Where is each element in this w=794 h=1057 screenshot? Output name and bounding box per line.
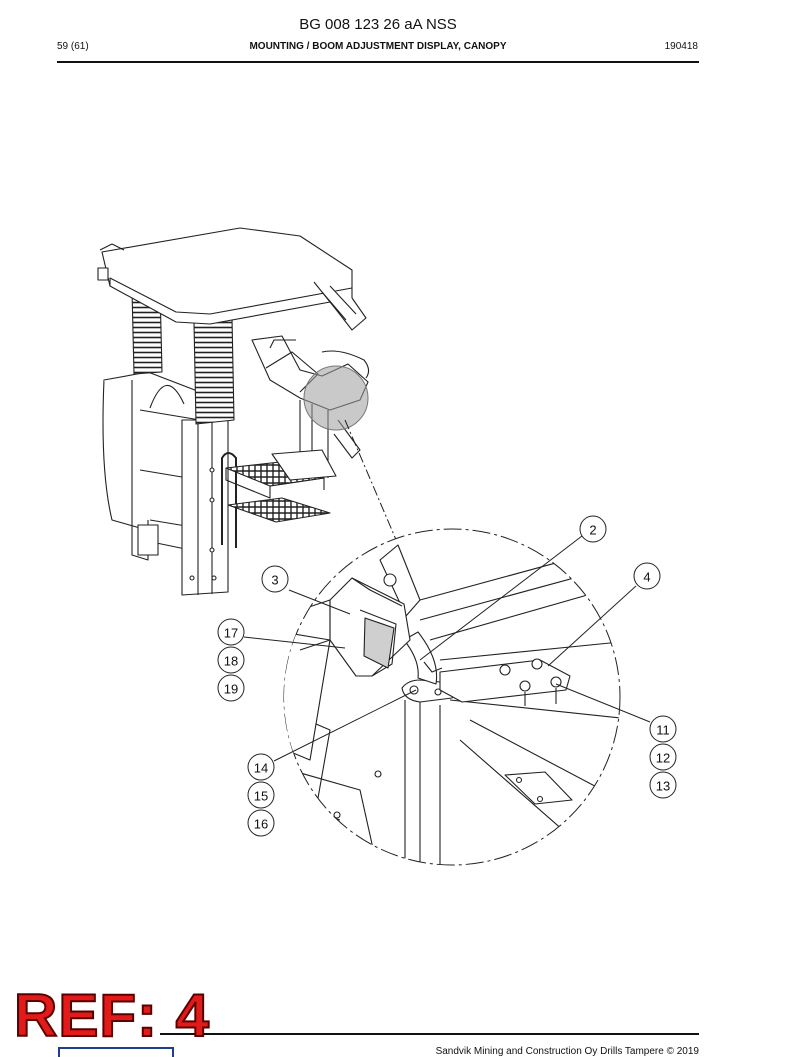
callout-18-label: 18: [224, 654, 238, 669]
detail-highlight-zone: [303, 365, 369, 431]
document-number: BG 008 123 26 aA NSS: [299, 16, 457, 33]
footer-divider: [160, 1033, 699, 1035]
copyright-notice: Sandvik Mining and Construction Oy Drill…: [435, 1046, 699, 1057]
callout-16-label: 16: [254, 817, 268, 832]
callout-17-label: 17: [224, 626, 238, 641]
callout-15-label: 15: [254, 789, 268, 804]
callout-17: [217, 618, 245, 646]
ref-stamp: REF: 4: [13, 982, 211, 1049]
callout-bubbles: [217, 515, 677, 837]
callout-4-label: 4: [643, 570, 650, 585]
header-divider: [57, 61, 699, 63]
callout-12: [649, 743, 677, 771]
brand-logo: [58, 1047, 174, 1057]
callout-2: [579, 515, 607, 543]
callout-19-label: 19: [224, 682, 238, 697]
callout-13-label: 13: [656, 779, 670, 794]
callout-16: [247, 809, 275, 837]
callout-11: [649, 715, 677, 743]
callout-11-label: 11: [656, 723, 670, 738]
callout-4: [633, 562, 661, 590]
callout-14-label: 14: [254, 761, 268, 776]
document-date: 190418: [664, 41, 698, 52]
detail-view-parts: [284, 539, 620, 865]
section-title: MOUNTING / BOOM ADJUSTMENT DISPLAY, CANO…: [249, 41, 507, 52]
callout-19: [217, 674, 245, 702]
callout-2-label: 2: [589, 523, 596, 538]
page-number: 59 (61): [57, 41, 89, 52]
callout-15: [247, 781, 275, 809]
canopy-assembly: [97, 227, 370, 596]
detail-connector-line: [344, 419, 398, 543]
callout-3-label: 3: [271, 573, 278, 588]
callout-18: [217, 646, 245, 674]
leader-lines: [243, 535, 651, 762]
callout-3: [261, 565, 289, 593]
callout-13: [649, 771, 677, 799]
callout-14: [247, 753, 275, 781]
callout-12-label: 12: [656, 751, 670, 766]
